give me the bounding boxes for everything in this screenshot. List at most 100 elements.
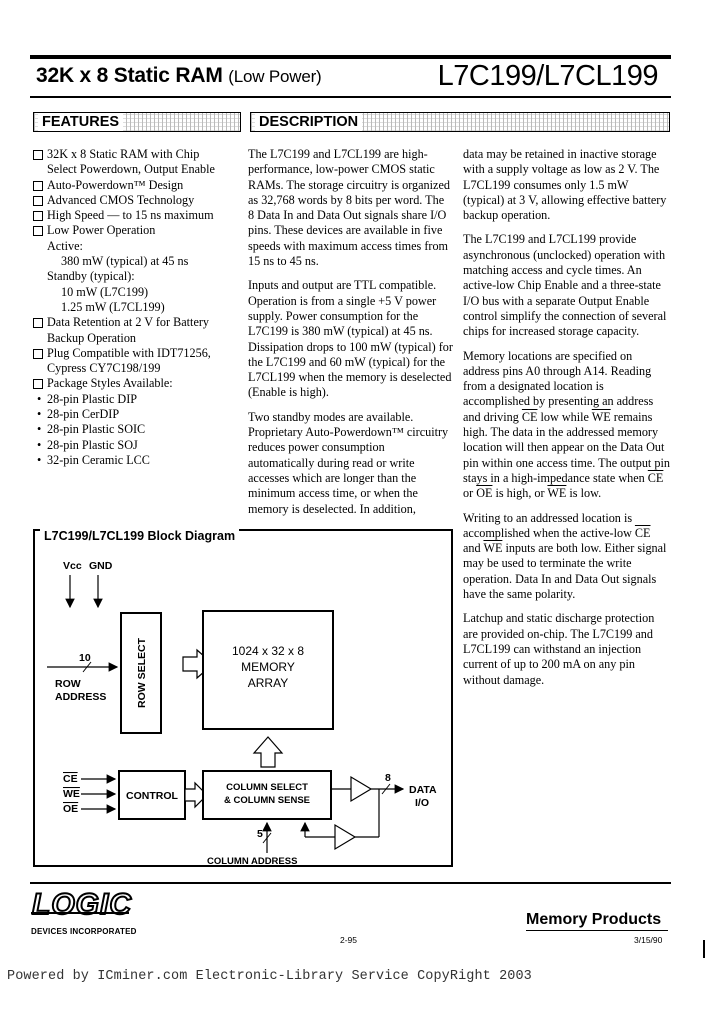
- feature-item: Low Power Operation: [33, 223, 243, 238]
- feature-subitem: 1.25 mW (L7CL199): [61, 299, 165, 314]
- feature-subitem: Select Powerdown, Output Enable: [47, 162, 215, 177]
- data-bus-width: 8: [385, 772, 391, 784]
- description-paragraph: Two standby modes are available. Proprie…: [248, 409, 449, 516]
- oe-input-label: OE: [63, 803, 78, 815]
- ce-input-label: CE: [63, 773, 78, 785]
- feature-text: Auto-Powerdown™ Design: [47, 177, 184, 192]
- checkbox-bullet-icon: [33, 379, 43, 390]
- feature-text: Low Power Operation: [47, 223, 156, 238]
- logic-logo: LOGIC: [31, 887, 132, 922]
- package-item: 32-pin Ceramic LCC: [33, 453, 243, 469]
- description-paragraph: Latchup and static discharge protection …: [463, 611, 655, 687]
- feature-text: High Speed — to 15 ns maximum: [47, 208, 214, 223]
- row-address-line2: ADDRESS: [55, 691, 106, 703]
- description-column-1: The L7C199 and L7CL199 are high-performa…: [248, 147, 453, 526]
- checkbox-bullet-icon: [33, 150, 43, 160]
- feature-subitem: 10 mW (L7C199): [61, 284, 149, 299]
- row-select-block: [120, 612, 162, 734]
- memory-array-block: [202, 610, 334, 730]
- feature-subitem: 380 mW (typical) at 45 ns: [61, 254, 189, 269]
- description-paragraph: Memory locations are specified on addres…: [463, 348, 670, 501]
- column-bus-slash: [262, 832, 272, 844]
- checkbox-bullet-icon: [33, 226, 43, 237]
- feature-item: Package Styles Available:: [33, 376, 243, 391]
- features-heading-label: FEATURES: [38, 113, 124, 131]
- description-paragraph: data may be retained in inactive storage…: [463, 147, 667, 223]
- block-diagram-title: L7C199/L7CL199 Block Diagram: [40, 528, 240, 544]
- package-item: 28-pin Plastic SOIC: [33, 422, 243, 438]
- row-bus-slash: [82, 661, 92, 673]
- row-bus-width: 10: [79, 652, 91, 664]
- row-address-line1: ROW: [55, 678, 81, 690]
- page-number: 2-95: [340, 935, 358, 945]
- feature-text: 32K x 8 Static RAM with Chip: [47, 147, 200, 161]
- block-diagram-svg: Vcc GND ROW SELECT 10 ROW ADDRESS 1024 x…: [47, 560, 437, 867]
- we-input-label: WE: [63, 788, 80, 800]
- logo-underline: [31, 912, 129, 914]
- title-sub: (Low Power): [228, 67, 322, 86]
- description-column-2: data may be retained in inactive storage…: [463, 147, 670, 697]
- feature-item: Plug Compatible with IDT71256,: [33, 346, 243, 361]
- checkbox-bullet-icon: [33, 211, 43, 222]
- memory-products-rule: [526, 930, 668, 931]
- data-bus-slash: [381, 783, 391, 795]
- title-main: 32K x 8 Static RAM: [36, 64, 223, 87]
- data-io-line1: DATA: [409, 784, 437, 796]
- description-paragraph: Writing to an addressed location is acco…: [463, 510, 667, 602]
- feature-item: Advanced CMOS Technology: [33, 193, 243, 208]
- page-title: 32K x 8 Static RAM (Low Power): [36, 64, 322, 88]
- feature-subitem: Standby (typical):: [47, 269, 135, 284]
- checkbox-bullet-icon: [33, 180, 43, 191]
- checkbox-bullet-icon: [33, 348, 43, 359]
- column-select-block: [202, 770, 332, 820]
- control-to-sense-arrow: [184, 781, 208, 809]
- input-buffer: [334, 823, 357, 851]
- vcc-label: Vcc: [63, 560, 82, 572]
- description-heading: DESCRIPTION: [250, 112, 670, 132]
- header-bottom-rule: [30, 96, 671, 98]
- package-item: 28-pin Plastic DIP: [33, 392, 243, 408]
- company-name: DEVICES INCORPORATED: [31, 927, 137, 936]
- features-heading: FEATURES: [33, 112, 241, 132]
- feature-item: 32K x 8 Static RAM with Chip: [33, 147, 243, 162]
- memory-array-line3: ARRAY: [248, 676, 288, 690]
- checkbox-bullet-icon: [33, 318, 43, 329]
- feature-text: Advanced CMOS Technology: [47, 192, 195, 207]
- data-io-line2: I/O: [415, 797, 429, 809]
- feature-item: Auto-Powerdown™ Design: [33, 178, 243, 193]
- description-paragraph: The L7C199 and L7CL199 provide asynchron…: [463, 232, 667, 339]
- feature-text: Data Retention at 2 V for Battery: [47, 315, 210, 330]
- package-item: 28-pin Plastic SOJ: [33, 438, 243, 454]
- part-number: L7C199/L7CL199: [437, 60, 659, 92]
- header-top-rule: [30, 55, 671, 59]
- memory-array-line1: 1024 x 32 x 8: [232, 644, 304, 658]
- sense-to-array-arrow: [252, 736, 284, 768]
- memory-products-label: Memory Products: [526, 911, 662, 928]
- gnd-label: GND: [89, 560, 113, 572]
- footer-rule: [30, 882, 671, 884]
- package-item: 28-pin CerDIP: [33, 407, 243, 423]
- margin-mark: [703, 940, 705, 958]
- feature-subitem: Backup Operation: [47, 330, 137, 345]
- column-address-label: COLUMN ADDRESS: [207, 856, 297, 867]
- checkbox-bullet-icon: [33, 195, 43, 206]
- description-paragraph: Inputs and output are TTL compatible. Op…: [248, 278, 453, 400]
- row-select-label: ROW SELECT: [136, 637, 148, 708]
- column-bus-width: 5: [257, 828, 263, 840]
- block-diagram: Vcc GND ROW SELECT 10 ROW ADDRESS 1024 x…: [33, 529, 453, 867]
- control-label: CONTROL: [126, 790, 178, 802]
- revision-date: 3/15/90: [634, 935, 663, 945]
- output-buffer: [350, 775, 373, 803]
- column-select-line2: & COLUMN SENSE: [224, 795, 310, 806]
- memory-array-line2: MEMORY: [241, 660, 295, 674]
- feature-text: Plug Compatible with IDT71256,: [47, 345, 211, 360]
- feature-text: Package Styles Available:: [47, 376, 173, 391]
- description-paragraph: The L7C199 and L7CL199 are high-performa…: [248, 147, 450, 269]
- feature-subitem: Active:: [47, 238, 83, 253]
- description-heading-label: DESCRIPTION: [255, 113, 363, 131]
- feature-subitem: Cypress CY7C198/199: [47, 361, 161, 376]
- column-select-line1: COLUMN SELECT: [226, 782, 308, 793]
- watermark: Powered by ICminer.com Electronic-Librar…: [7, 969, 532, 984]
- feature-item: Data Retention at 2 V for Battery: [33, 315, 243, 330]
